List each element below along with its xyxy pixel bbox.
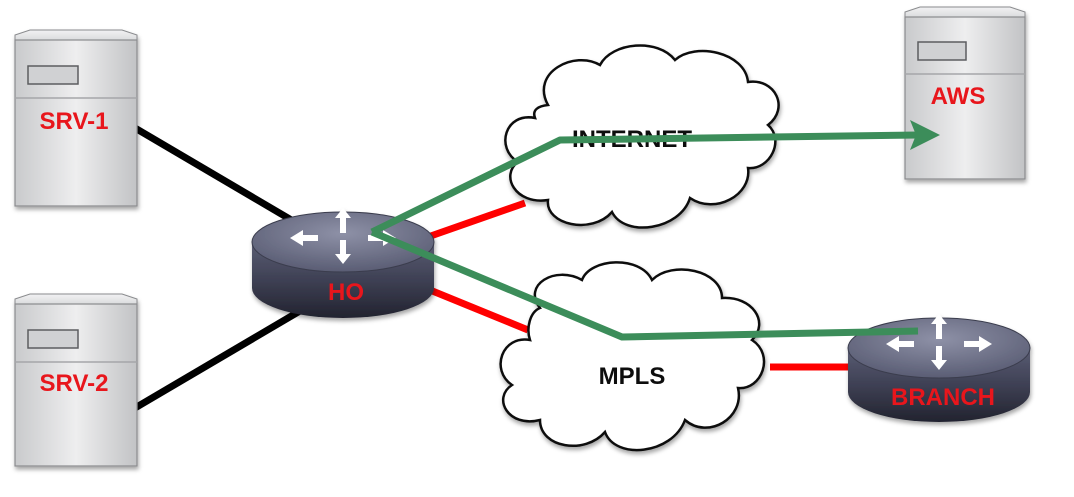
mpls-cloud-shape bbox=[499, 261, 766, 452]
server-srv2-drive-bay bbox=[27, 329, 79, 349]
server-srv2: SRV-2 bbox=[14, 293, 138, 467]
server-aws-label: AWS bbox=[931, 83, 986, 110]
router-branch-label: BRANCH bbox=[891, 384, 995, 411]
link-ho-mpls bbox=[428, 286, 530, 334]
server-srv1-drive-bay bbox=[27, 65, 79, 85]
links bbox=[133, 124, 850, 412]
server-srv2-label: SRV-2 bbox=[40, 370, 109, 397]
server-srv1-label: SRV-1 bbox=[40, 108, 109, 135]
server-aws-drive-bay bbox=[917, 41, 967, 61]
router-branch-arrows-icon bbox=[886, 314, 992, 370]
traffic-paths bbox=[370, 120, 940, 341]
server-srv1: SRV-1 bbox=[14, 29, 138, 207]
server-aws: AWS bbox=[904, 6, 1026, 180]
mpls-cloud: MPLS bbox=[499, 261, 766, 452]
router-ho: HO bbox=[251, 208, 435, 318]
path-ho-mpls-branch bbox=[370, 228, 919, 341]
link-srv1-ho bbox=[133, 124, 307, 232]
link-ho-internet bbox=[423, 199, 527, 242]
path-aws-arrowhead-icon bbox=[910, 120, 940, 150]
mpls-label: MPLS bbox=[599, 363, 666, 390]
link-srv2-ho bbox=[133, 304, 307, 412]
path-ho-internet-aws bbox=[370, 131, 919, 236]
router-ho-label: HO bbox=[328, 279, 364, 306]
